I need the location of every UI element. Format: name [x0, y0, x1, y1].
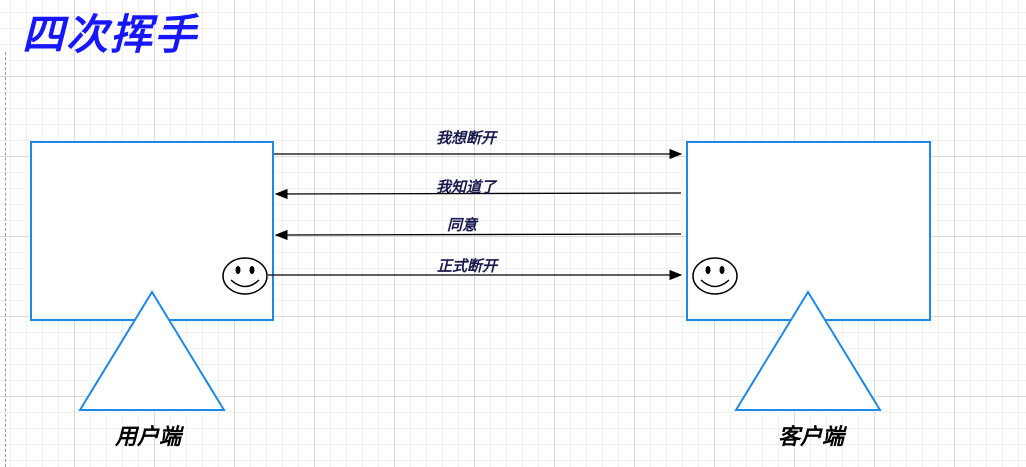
smiley-icon: [692, 257, 738, 295]
page-title: 四次挥手: [22, 10, 199, 59]
message-label-1: 我想断开: [436, 129, 499, 147]
guide-line: [5, 52, 6, 467]
message-label-3: 同意: [447, 216, 479, 234]
message-arrow-3: [274, 229, 682, 241]
smiley-icon: [222, 257, 268, 295]
message-label-2: 我知道了: [436, 178, 498, 196]
client-triangle: [734, 290, 882, 411]
message-arrow-2: [274, 188, 682, 200]
message-label-4: 正式断开: [437, 257, 500, 275]
user-triangle: [78, 290, 226, 411]
user-label: 用户端: [114, 424, 185, 450]
client-label: 客户端: [778, 424, 848, 450]
